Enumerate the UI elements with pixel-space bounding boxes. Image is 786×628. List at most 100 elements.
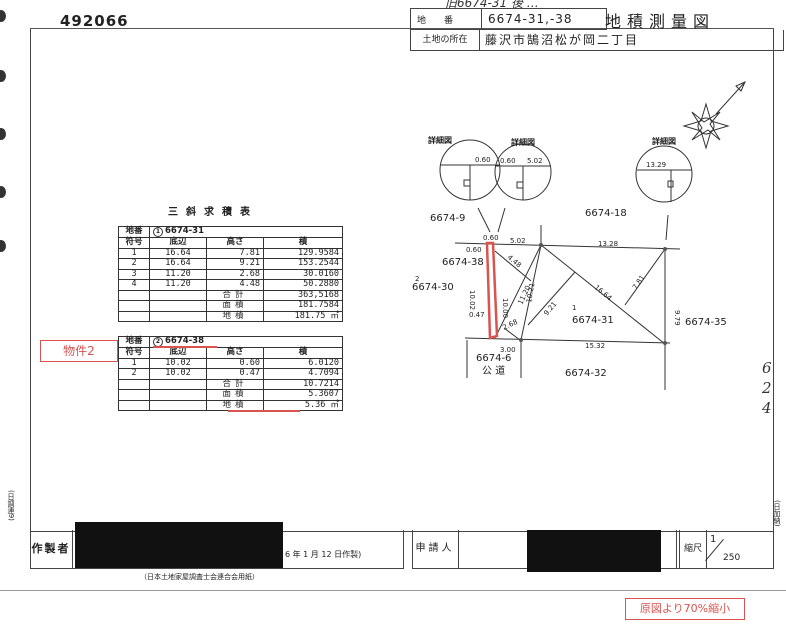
location-label: 土地の所在: [411, 30, 480, 50]
row-base: 11.20: [149, 279, 207, 291]
handwritten-side-note: 6 2 4: [762, 358, 772, 418]
scale-label: 縮尺: [680, 530, 707, 568]
detail-label: 詳細図: [428, 135, 452, 145]
redaction-block: [75, 522, 283, 568]
dim-label: 10.21: [525, 282, 536, 303]
left-vertical-label: (日調連9): [7, 490, 15, 521]
binder-hole: [0, 128, 6, 140]
neighbor-label: 6674-32: [565, 368, 607, 379]
half-row: 面積 5.3607: [118, 389, 343, 401]
neighbor-label: 6674-38: [442, 257, 484, 268]
table-row: 2 10.02 0.47 4.7094: [118, 368, 343, 380]
hand-char: 6: [762, 359, 772, 377]
lot-label: 地番: [118, 336, 150, 348]
half-value: 181.7584: [263, 300, 343, 312]
hand-char: 4: [762, 399, 772, 417]
table-row: 1 10.02 0.60 6.0120: [118, 357, 343, 369]
area-value: 181.75 ㎡: [263, 310, 343, 322]
row-product: 4.7094: [263, 368, 343, 380]
sum-value: 10.7214: [263, 378, 343, 390]
dim-label: 10.02: [468, 290, 476, 310]
dim-label: 0.47: [469, 311, 485, 319]
col-header: 底辺: [149, 237, 207, 249]
row-product: 6.0120: [263, 357, 343, 369]
survey-map: 6674-9 6674-18 6674-38 6674-30 6674-31 6…: [412, 81, 746, 390]
row-base: 11.20: [149, 268, 207, 280]
neighbor-label: 6674-18: [585, 208, 627, 219]
right-vertical-label: (日加納): [773, 500, 781, 527]
dim-label: 13.29: [646, 161, 666, 169]
dim-label: 10.00: [501, 298, 509, 318]
area-label: 地積: [206, 310, 264, 322]
dim-label: 5.02: [527, 157, 543, 165]
sum-label: 合計: [206, 378, 264, 390]
row-id: 1: [118, 357, 150, 369]
row-product: 50.2880: [263, 279, 343, 291]
half-label: 面積: [206, 300, 264, 312]
row-id: 4: [118, 279, 150, 291]
table-row: 2 16.64 9.21 153.2544: [118, 258, 343, 270]
detail-label: 詳細図: [652, 136, 676, 146]
circle-mark: 1: [572, 304, 576, 312]
parcel-38-highlight: [485, 241, 499, 340]
neighbor-label: 6674-35: [685, 317, 727, 328]
document-title: 地積測量図: [605, 12, 716, 31]
neighbor-label: 6674-9: [430, 213, 465, 224]
row-height: 0.60: [206, 357, 264, 369]
header-lot-table: 地 番 6674-31,-38: [410, 8, 607, 30]
row-base: 16.64: [149, 258, 207, 270]
row-id: 1: [118, 247, 150, 259]
dim-label: 3.00: [500, 346, 516, 354]
redaction-block: [527, 530, 661, 572]
row-id: 2: [118, 258, 150, 270]
lot-number: 6674-31: [165, 226, 205, 236]
form-note: （日本土地家屋調査士会連合会用紙）: [140, 573, 259, 581]
detail-label: 詳細図: [511, 137, 535, 147]
col-header: 積: [263, 237, 343, 249]
binder-hole: [0, 10, 6, 22]
col-header: 積: [263, 347, 343, 359]
page-bottom-rule: [0, 590, 786, 591]
row-id: 3: [118, 268, 150, 280]
binder-hole: [0, 186, 6, 198]
col-header: 底辺: [149, 347, 207, 359]
row-height: 0.47: [206, 368, 264, 380]
row-product: 129.9584: [263, 247, 343, 259]
table-row: 4 11.20 4.48 50.2880: [118, 279, 343, 291]
half-row: 面積 181.7584: [118, 300, 343, 312]
maker-row: [30, 530, 404, 569]
table-row: 1 16.64 7.81 129.9584: [118, 247, 343, 259]
dim-label: 0.60: [466, 246, 482, 254]
sum-row: 合計 363,5168: [118, 289, 343, 301]
dim-label: 0.60: [483, 234, 499, 242]
col-header: 高さ: [206, 237, 264, 249]
col-header: 高さ: [206, 347, 264, 359]
half-value: 5.3607: [263, 389, 343, 401]
area-row: 地積 181.75 ㎡: [118, 310, 343, 322]
col-header: 符号: [118, 347, 150, 359]
row-height: 7.81: [206, 247, 264, 259]
dim-label: 9.21: [542, 300, 558, 317]
handwritten-note: 旧6674-31 後 …: [445, 0, 539, 10]
neighbor-label: 6674-6: [476, 353, 511, 364]
calc-table-title: 三斜求積表: [168, 207, 258, 218]
table-row: 3 11.20 2.68 30.0160: [118, 268, 343, 280]
neighbor-label: 6674-30: [412, 282, 454, 293]
row-height: 9.21: [206, 258, 264, 270]
location-value: 藤沢市鵠沼松が岡二丁目: [485, 33, 640, 47]
drawing-frame: [30, 28, 774, 532]
binder-hole: [0, 240, 6, 252]
area-value: 5.36 ㎡: [263, 399, 343, 411]
document-number: 492066: [60, 12, 129, 30]
divider: [676, 530, 680, 568]
sum-value: 363,5168: [263, 289, 343, 301]
sum-row: 合計 10.7214: [118, 378, 343, 390]
row-id: 2: [118, 368, 150, 380]
col-header: 符号: [118, 237, 150, 249]
scale-numerator: 1: [710, 534, 717, 545]
sum-label: 合計: [206, 289, 264, 301]
lot-label: 地番: [118, 226, 150, 238]
